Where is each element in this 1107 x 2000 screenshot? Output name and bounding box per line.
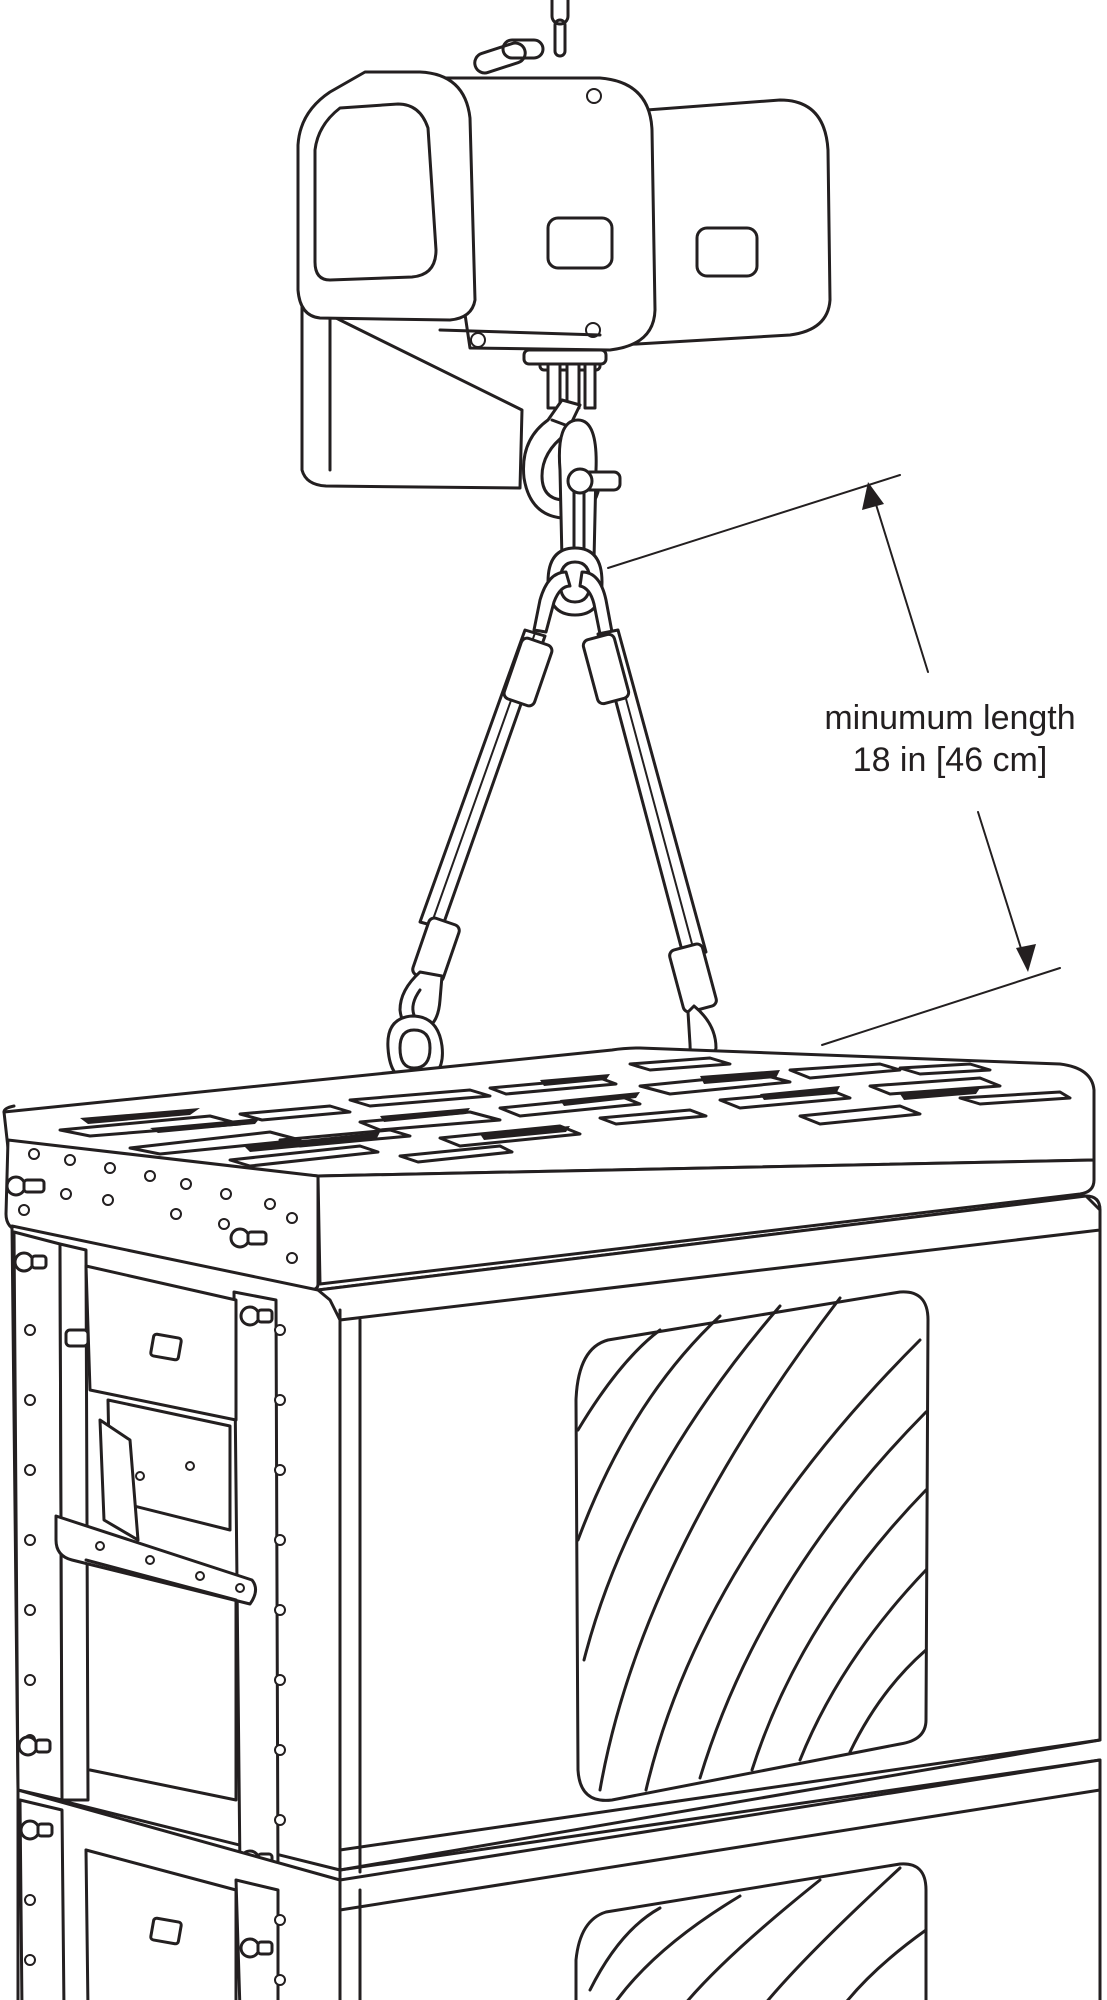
lower-arrowhead xyxy=(1016,944,1036,972)
top-shackle xyxy=(546,418,622,617)
frame-slots xyxy=(58,1056,1072,1168)
side-rigging xyxy=(12,1230,286,1882)
chain-hoist xyxy=(296,0,832,490)
frame-holes xyxy=(18,1148,298,1264)
hoist-motor-housing xyxy=(618,98,832,347)
dimension-label-line2: 18 in [46 cm] xyxy=(852,741,1048,779)
hoist-chain xyxy=(473,0,570,75)
dimension-label: minumum length 18 in [46 cm] xyxy=(790,697,1107,781)
speaker-cabinet-top xyxy=(10,1194,1102,1882)
dimension-lines xyxy=(607,474,1061,1046)
hoist-gearbox xyxy=(300,298,524,490)
steel-slings xyxy=(398,570,718,1068)
dimension-label-line1: minumum length xyxy=(824,699,1076,737)
speaker-cabinet-bottom xyxy=(16,1758,1102,2000)
frame-pins xyxy=(5,1175,268,1249)
rigging-frame xyxy=(2,1046,1096,1292)
grille-waves xyxy=(576,1296,928,1792)
upper-arrowhead xyxy=(862,482,884,510)
